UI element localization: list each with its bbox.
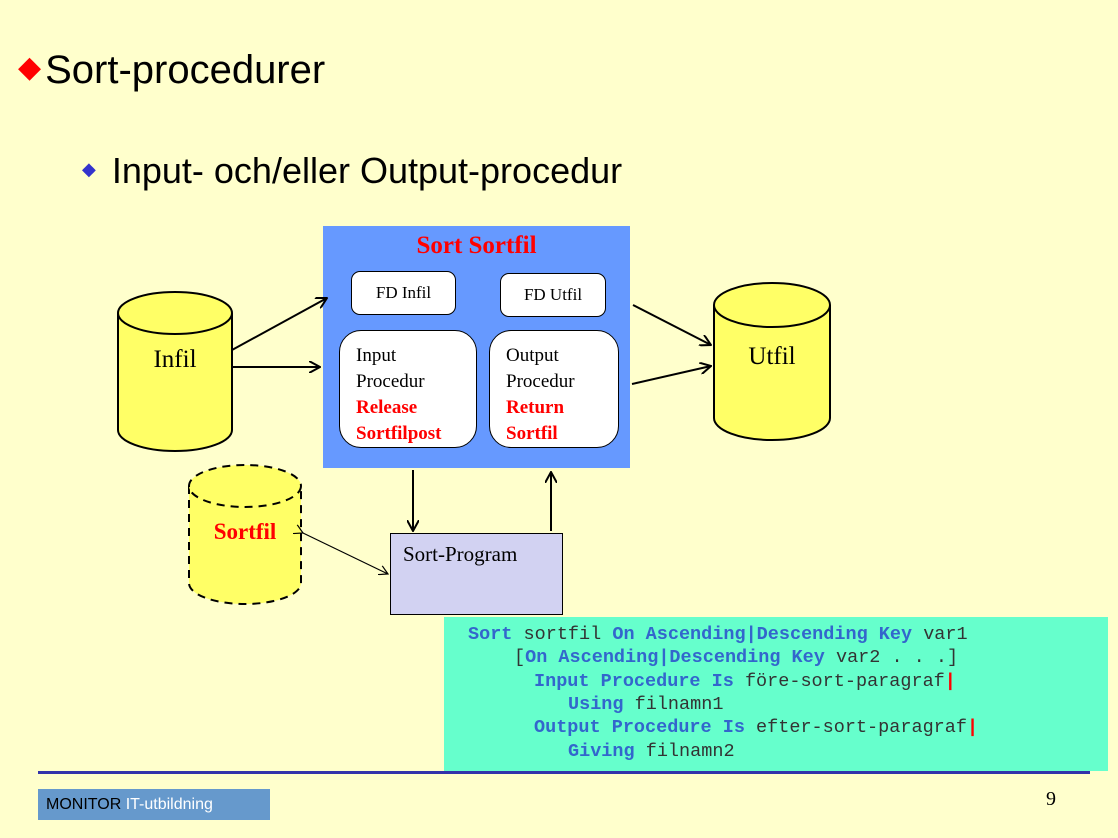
input-proc-release: Release	[356, 397, 418, 418]
bullet-item: ◆ Input- och/eller Output-procedur	[82, 150, 622, 192]
footer-brand: MONITOR IT-utbildning	[38, 789, 270, 820]
slide-title-text: Sort-procedurer	[45, 48, 326, 92]
arrow-output-to-utfil	[631, 366, 711, 385]
code-text: var1	[912, 624, 968, 645]
code-text: före-sort-paragraf	[733, 671, 945, 692]
input-procedure-box: Input Procedur Release Sortfilpost	[339, 330, 477, 448]
small-diamond-bullet-icon: ◆	[82, 159, 96, 179]
sortfil-cylinder	[188, 464, 302, 605]
input-proc-sortfilpost: Sortfilpost	[356, 423, 442, 444]
code-line-6: Giving filnamn2	[568, 741, 735, 762]
arrow-fd-to-utfil	[632, 304, 711, 345]
sort-program-box: Sort-Program	[390, 533, 563, 615]
code-pipe: |	[966, 717, 979, 738]
input-proc-line1: Input	[356, 345, 397, 366]
arrow-sortfil-program	[303, 533, 388, 574]
output-proc-line2: Procedur	[506, 371, 575, 392]
code-text: filnamn2	[634, 741, 735, 762]
infil-cylinder	[117, 291, 233, 452]
output-proc-return: Return	[506, 397, 565, 418]
code-kw: Using	[568, 694, 624, 715]
footer-brand-suffix: IT-utbildning	[121, 796, 213, 813]
code-kw: On Ascending|Descending Key	[525, 647, 825, 668]
utfil-cylinder	[713, 282, 831, 441]
arrow-infil-to-fd	[231, 298, 327, 351]
code-text: filnamn1	[623, 694, 724, 715]
page-number: 9	[1046, 788, 1056, 810]
utfil-label: Utfil	[748, 343, 796, 370]
code-kw: Input Procedure Is	[534, 671, 734, 692]
code-line-5: Output Procedure Is efter-sort-paragraf|	[534, 717, 978, 738]
code-kw: Output Procedure Is	[534, 717, 745, 738]
code-text: efter-sort-paragraf	[744, 717, 967, 738]
output-proc-line1: Output	[506, 345, 559, 366]
infil-label: Infil	[153, 346, 197, 373]
bullet-text: Input- och/eller Output-procedur	[111, 150, 623, 191]
code-kw: Giving	[568, 741, 635, 762]
sort-box-title: Sort Sortfil	[416, 232, 537, 259]
diamond-bullet-icon: ◆	[18, 51, 42, 84]
footer-brand-name: MONITOR	[46, 796, 122, 813]
code-text: [	[514, 647, 526, 668]
sortfil-label: Sortfil	[213, 519, 277, 544]
fd-infil-box: FD Infil	[351, 271, 456, 315]
code-line-2: [On Ascending|Descending Key var2 . . .]	[514, 647, 958, 668]
code-line-4: Using filnamn1	[568, 694, 723, 715]
input-proc-line2: Procedur	[356, 371, 425, 392]
code-text: var2 . . .]	[824, 647, 959, 668]
code-text: sortfil	[512, 624, 613, 645]
code-kw: Sort	[468, 624, 513, 645]
output-proc-sortfil: Sortfil	[506, 423, 558, 444]
code-line-1: Sort sortfil On Ascending|Descending Key…	[468, 624, 968, 645]
code-box: Sort sortfil On Ascending|Descending Key…	[444, 617, 1108, 771]
code-kw: On Ascending|Descending Key	[612, 624, 913, 645]
slide-title: ◆Sort-procedurer	[18, 48, 325, 93]
output-procedure-box: Output Procedur Return Sortfil	[489, 330, 619, 448]
code-pipe: |	[944, 671, 956, 692]
fd-utfil-box: FD Utfil	[500, 273, 606, 317]
code-line-3: Input Procedure Is före-sort-paragraf|	[534, 671, 956, 692]
footer-divider	[38, 771, 1090, 774]
